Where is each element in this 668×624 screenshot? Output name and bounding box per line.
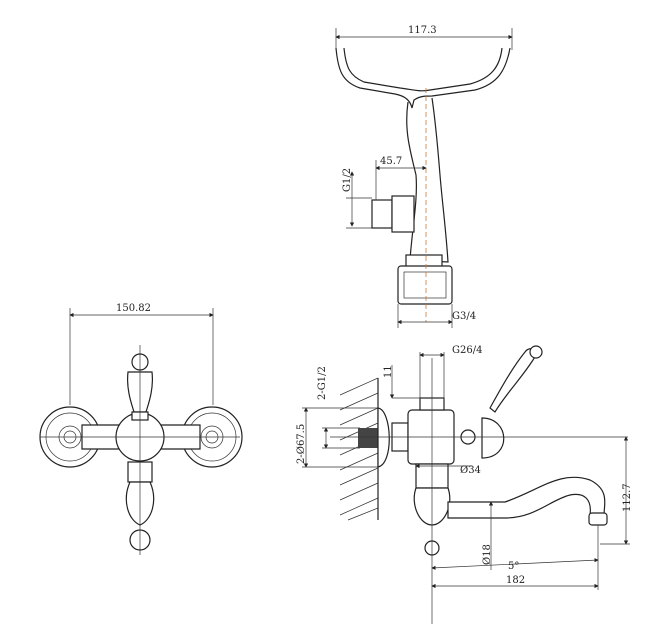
side-view: G26/4 11 2-G1/2 2-Ø67.5 Ø34 112.7 Ø18 5°…: [296, 345, 633, 624]
side-escutcheon: [377, 407, 390, 468]
top-height-label: 11: [383, 365, 394, 378]
top-width-label: 117.3: [408, 25, 437, 36]
outlet-nut: [397, 265, 453, 305]
angle-label: 5°: [508, 561, 519, 572]
top-offset-label: 45.7: [380, 156, 402, 167]
side-lever-handle: [489, 348, 536, 413]
spout-length-label: 182: [506, 575, 525, 586]
front-width-label: 150.82: [116, 303, 151, 314]
spout-height-label: 112.7: [622, 483, 633, 512]
inlet-connector: [371, 199, 393, 229]
body-diameter-label: Ø34: [460, 465, 481, 476]
shower-bowl: [335, 47, 511, 109]
spout: [447, 476, 606, 519]
escutcheon-diameter-label: 2-Ø67.5: [296, 424, 307, 464]
handle-stem: [406, 97, 449, 263]
top-outlet-thread-label: G3/4: [452, 311, 476, 322]
inlet-thread-label: 2-G1/2: [317, 366, 328, 400]
wall-hatching: [339, 377, 379, 521]
top-thread-label: G26/4: [452, 345, 482, 356]
spout-diameter-label: Ø18: [482, 544, 493, 565]
inlet-thread: [358, 428, 378, 448]
top-inlet-thread-label: G1/2: [342, 168, 353, 192]
front-view: 150.82: [39, 303, 243, 555]
top-view: 117.3 G1/2 45.7 G3/4: [335, 25, 513, 328]
